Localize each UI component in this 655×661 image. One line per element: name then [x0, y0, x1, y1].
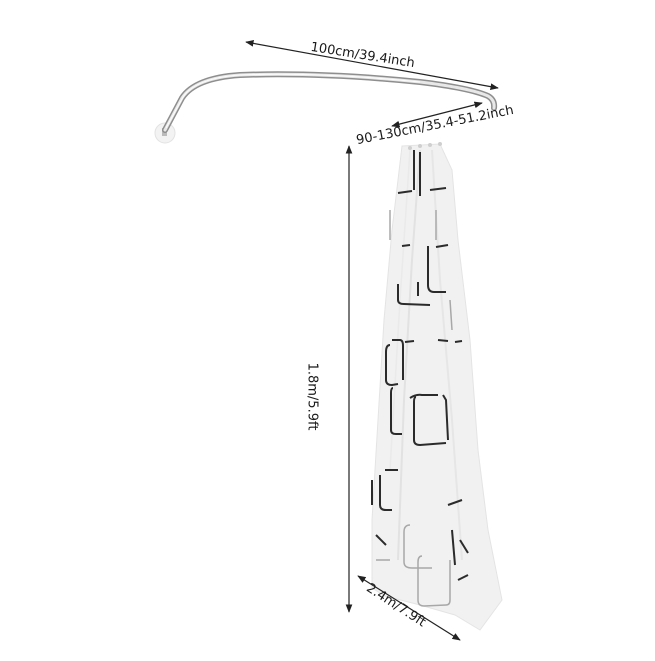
- shower-curtain: [371, 142, 503, 631]
- curtain-height-label: 1.8m/5.9ft: [304, 362, 320, 431]
- curtain-width-arrow: [357, 575, 461, 641]
- dimension-lines: [245, 40, 499, 641]
- rod-length-arrow: [245, 40, 499, 90]
- rod-extension-arrow: [391, 101, 483, 128]
